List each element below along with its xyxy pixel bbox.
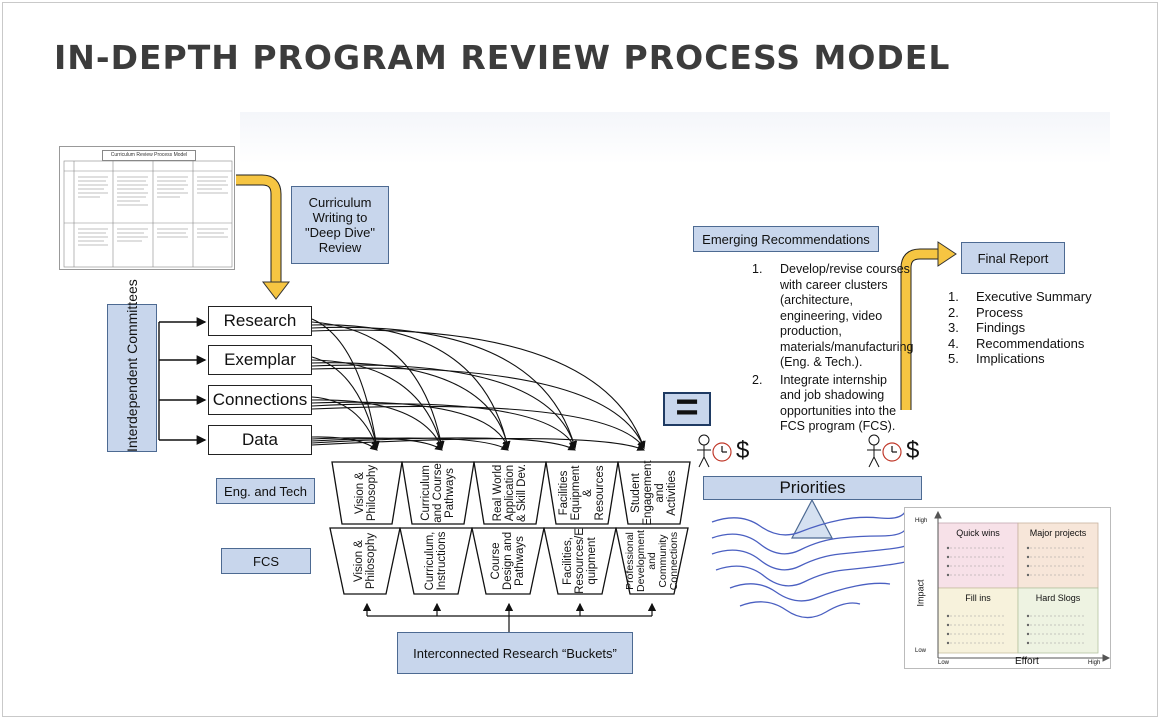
curriculum-writing-box: Curriculum Writing to "Deep Dive" Review bbox=[291, 186, 389, 264]
thumbnail-title: Curriculum Review Process Model bbox=[102, 150, 196, 161]
faint-background-panel bbox=[240, 112, 1110, 164]
impact-effort-matrix: Quick wins Major projects Fill ins Hard … bbox=[904, 507, 1111, 669]
thumbnail-table-lines bbox=[63, 160, 233, 268]
page-title: IN-DEPTH PROGRAM REVIEW PROCESS MODEL bbox=[54, 38, 951, 77]
list-item: 4.Recommendations bbox=[948, 335, 1085, 351]
yellow-arrow-down bbox=[236, 174, 282, 283]
fcs-bucket-2: Curriculum, Instructions bbox=[424, 531, 448, 591]
wavy-lines bbox=[711, 511, 906, 619]
stick-figure-icon-left bbox=[697, 434, 711, 468]
list-item: 2.Integrate internship and job shadowing… bbox=[752, 372, 897, 434]
emerging-recommendations-box: Emerging Recommendations bbox=[693, 226, 879, 252]
equals-box: = bbox=[663, 385, 711, 429]
clock-icon-right bbox=[882, 442, 902, 462]
list-item: 2.Process bbox=[948, 304, 1023, 320]
matrix-y-high: High bbox=[915, 518, 928, 524]
interconnected-buckets-label: Interconnected Research “Buckets” bbox=[413, 645, 617, 661]
fcs-text: FCS bbox=[253, 553, 279, 569]
stick-figure-icon-right bbox=[867, 434, 881, 468]
equals-symbol: = bbox=[675, 385, 699, 429]
committees-label: Interdependent Committees bbox=[124, 279, 140, 452]
list-item: 1.Develop/revise courses with career clu… bbox=[752, 262, 914, 369]
priorities-label: Priorities bbox=[779, 478, 846, 497]
list-item: 3.Findings bbox=[948, 320, 1026, 335]
matrix-grid bbox=[934, 510, 1111, 662]
fcs-bucket-1: Vision & Philosophy bbox=[353, 532, 377, 590]
eng-bucket-shapes bbox=[331, 461, 691, 525]
matrix-y-label: Impact bbox=[915, 579, 926, 607]
quadrant-quick-wins: Quick wins bbox=[956, 528, 1000, 538]
committee-bracket bbox=[158, 317, 207, 445]
final-report-label: Final Report bbox=[977, 250, 1049, 266]
interconnected-buckets-box: Interconnected Research “Buckets” bbox=[397, 632, 633, 674]
fcs-bucket-3: Course Design and Pathways bbox=[490, 531, 526, 591]
dollar-sign-right: $ bbox=[906, 437, 920, 464]
committee-exemplar: Exemplar bbox=[208, 345, 312, 375]
eng-bucket-5: Student Engagement and Activities bbox=[630, 460, 678, 526]
list-item: 5.Implications bbox=[948, 351, 1045, 366]
matrix-y-low: Low bbox=[915, 648, 927, 654]
matrix-x-high: High bbox=[1088, 660, 1101, 666]
committee-connections: Connections bbox=[208, 385, 312, 415]
emerging-recommendations-list: 1.Develop/revise courses with career clu… bbox=[752, 262, 914, 435]
curriculum-model-thumbnail: Curriculum Review Process Model bbox=[59, 146, 235, 270]
fcs-bucket-4: Facilities, Resources/E quipment bbox=[562, 528, 598, 594]
eng-and-tech-text: Eng. and Tech bbox=[224, 483, 307, 499]
committee-data: Data bbox=[208, 425, 312, 455]
clock-icon-left bbox=[712, 442, 732, 462]
final-report-list: 1.Executive Summary 2.Process 3.Findings… bbox=[948, 289, 1138, 367]
curriculum-writing-label: Curriculum Writing to "Deep Dive" Review bbox=[305, 195, 375, 255]
matrix-x-low: Low bbox=[938, 660, 950, 666]
emerging-recommendations-label: Emerging Recommendations bbox=[702, 231, 870, 247]
fcs-label: FCS bbox=[221, 548, 311, 574]
committees-box: Interdependent Committees bbox=[107, 279, 157, 452]
fcs-bucket-5: Professional Development and Community C… bbox=[623, 530, 680, 592]
eng-bucket-3: Real World Application & Skill Dev. bbox=[492, 464, 528, 522]
priorities-beam: Priorities bbox=[703, 476, 922, 500]
quadrant-major-projects: Major projects bbox=[1029, 528, 1087, 538]
final-report-box: Final Report bbox=[961, 242, 1065, 274]
bucket-bottom-connectors bbox=[362, 602, 657, 632]
eng-bucket-4: Facilities Equipment & Resources bbox=[558, 465, 606, 521]
quadrant-fill-ins: Fill ins bbox=[965, 593, 991, 603]
eng-and-tech-label: Eng. and Tech bbox=[216, 478, 315, 504]
committee-to-bucket-arrows bbox=[311, 318, 646, 451]
quadrant-hard-slogs: Hard Slogs bbox=[1035, 593, 1081, 603]
eng-bucket-1: Vision & Philosophy bbox=[354, 464, 378, 522]
eng-bucket-2: Curriculum and Course Pathways bbox=[420, 463, 456, 523]
dollar-sign-left: $ bbox=[736, 437, 750, 464]
fulcrum-triangle bbox=[791, 498, 833, 539]
committee-research: Research bbox=[208, 306, 312, 336]
list-item: 1.Executive Summary bbox=[948, 289, 1092, 304]
matrix-x-label: Effort bbox=[1015, 656, 1039, 667]
fcs-bucket-shapes bbox=[329, 527, 689, 595]
